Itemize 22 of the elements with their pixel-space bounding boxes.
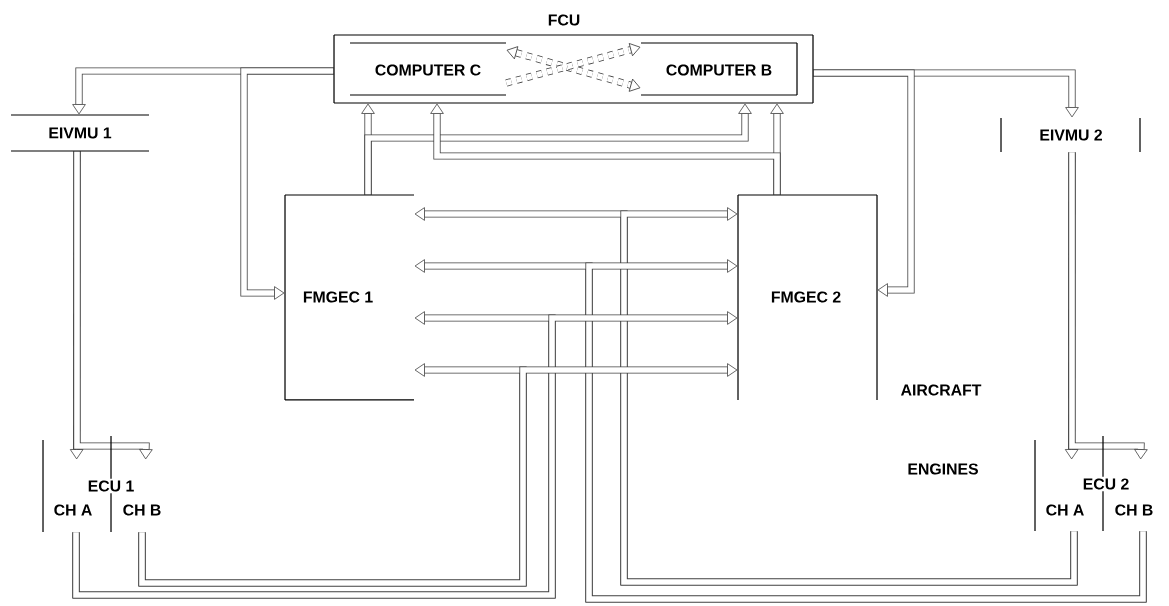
computer-box: FMGEC 2 bbox=[737, 194, 878, 401]
computer-box: COMPUTER B bbox=[640, 42, 798, 96]
arrow bbox=[1068, 152, 1148, 460]
arrow bbox=[138, 363, 738, 587]
arrow bbox=[430, 103, 781, 195]
node-label: ECU 1 bbox=[88, 480, 134, 492]
channel-label: CH A bbox=[1043, 502, 1087, 518]
arrow bbox=[620, 207, 1078, 586]
arrow bbox=[240, 67, 334, 300]
channel-label: CH A bbox=[51, 502, 95, 518]
arrow bbox=[73, 151, 153, 460]
section-label: ENGINES bbox=[908, 463, 978, 475]
computer-box: COMPUTER C bbox=[349, 42, 507, 96]
computer-box: FMGEC 1 bbox=[284, 194, 415, 401]
arrow bbox=[72, 311, 738, 599]
arrow bbox=[364, 103, 752, 195]
arrow bbox=[813, 69, 915, 297]
node-label: ECU 2 bbox=[1083, 478, 1129, 490]
section-label: AIRCRAFT bbox=[901, 384, 982, 396]
arrow bbox=[585, 259, 1147, 603]
unit-box: EIVMU 1 bbox=[10, 114, 150, 152]
unit-box: EIVMU 2 bbox=[1000, 117, 1141, 153]
